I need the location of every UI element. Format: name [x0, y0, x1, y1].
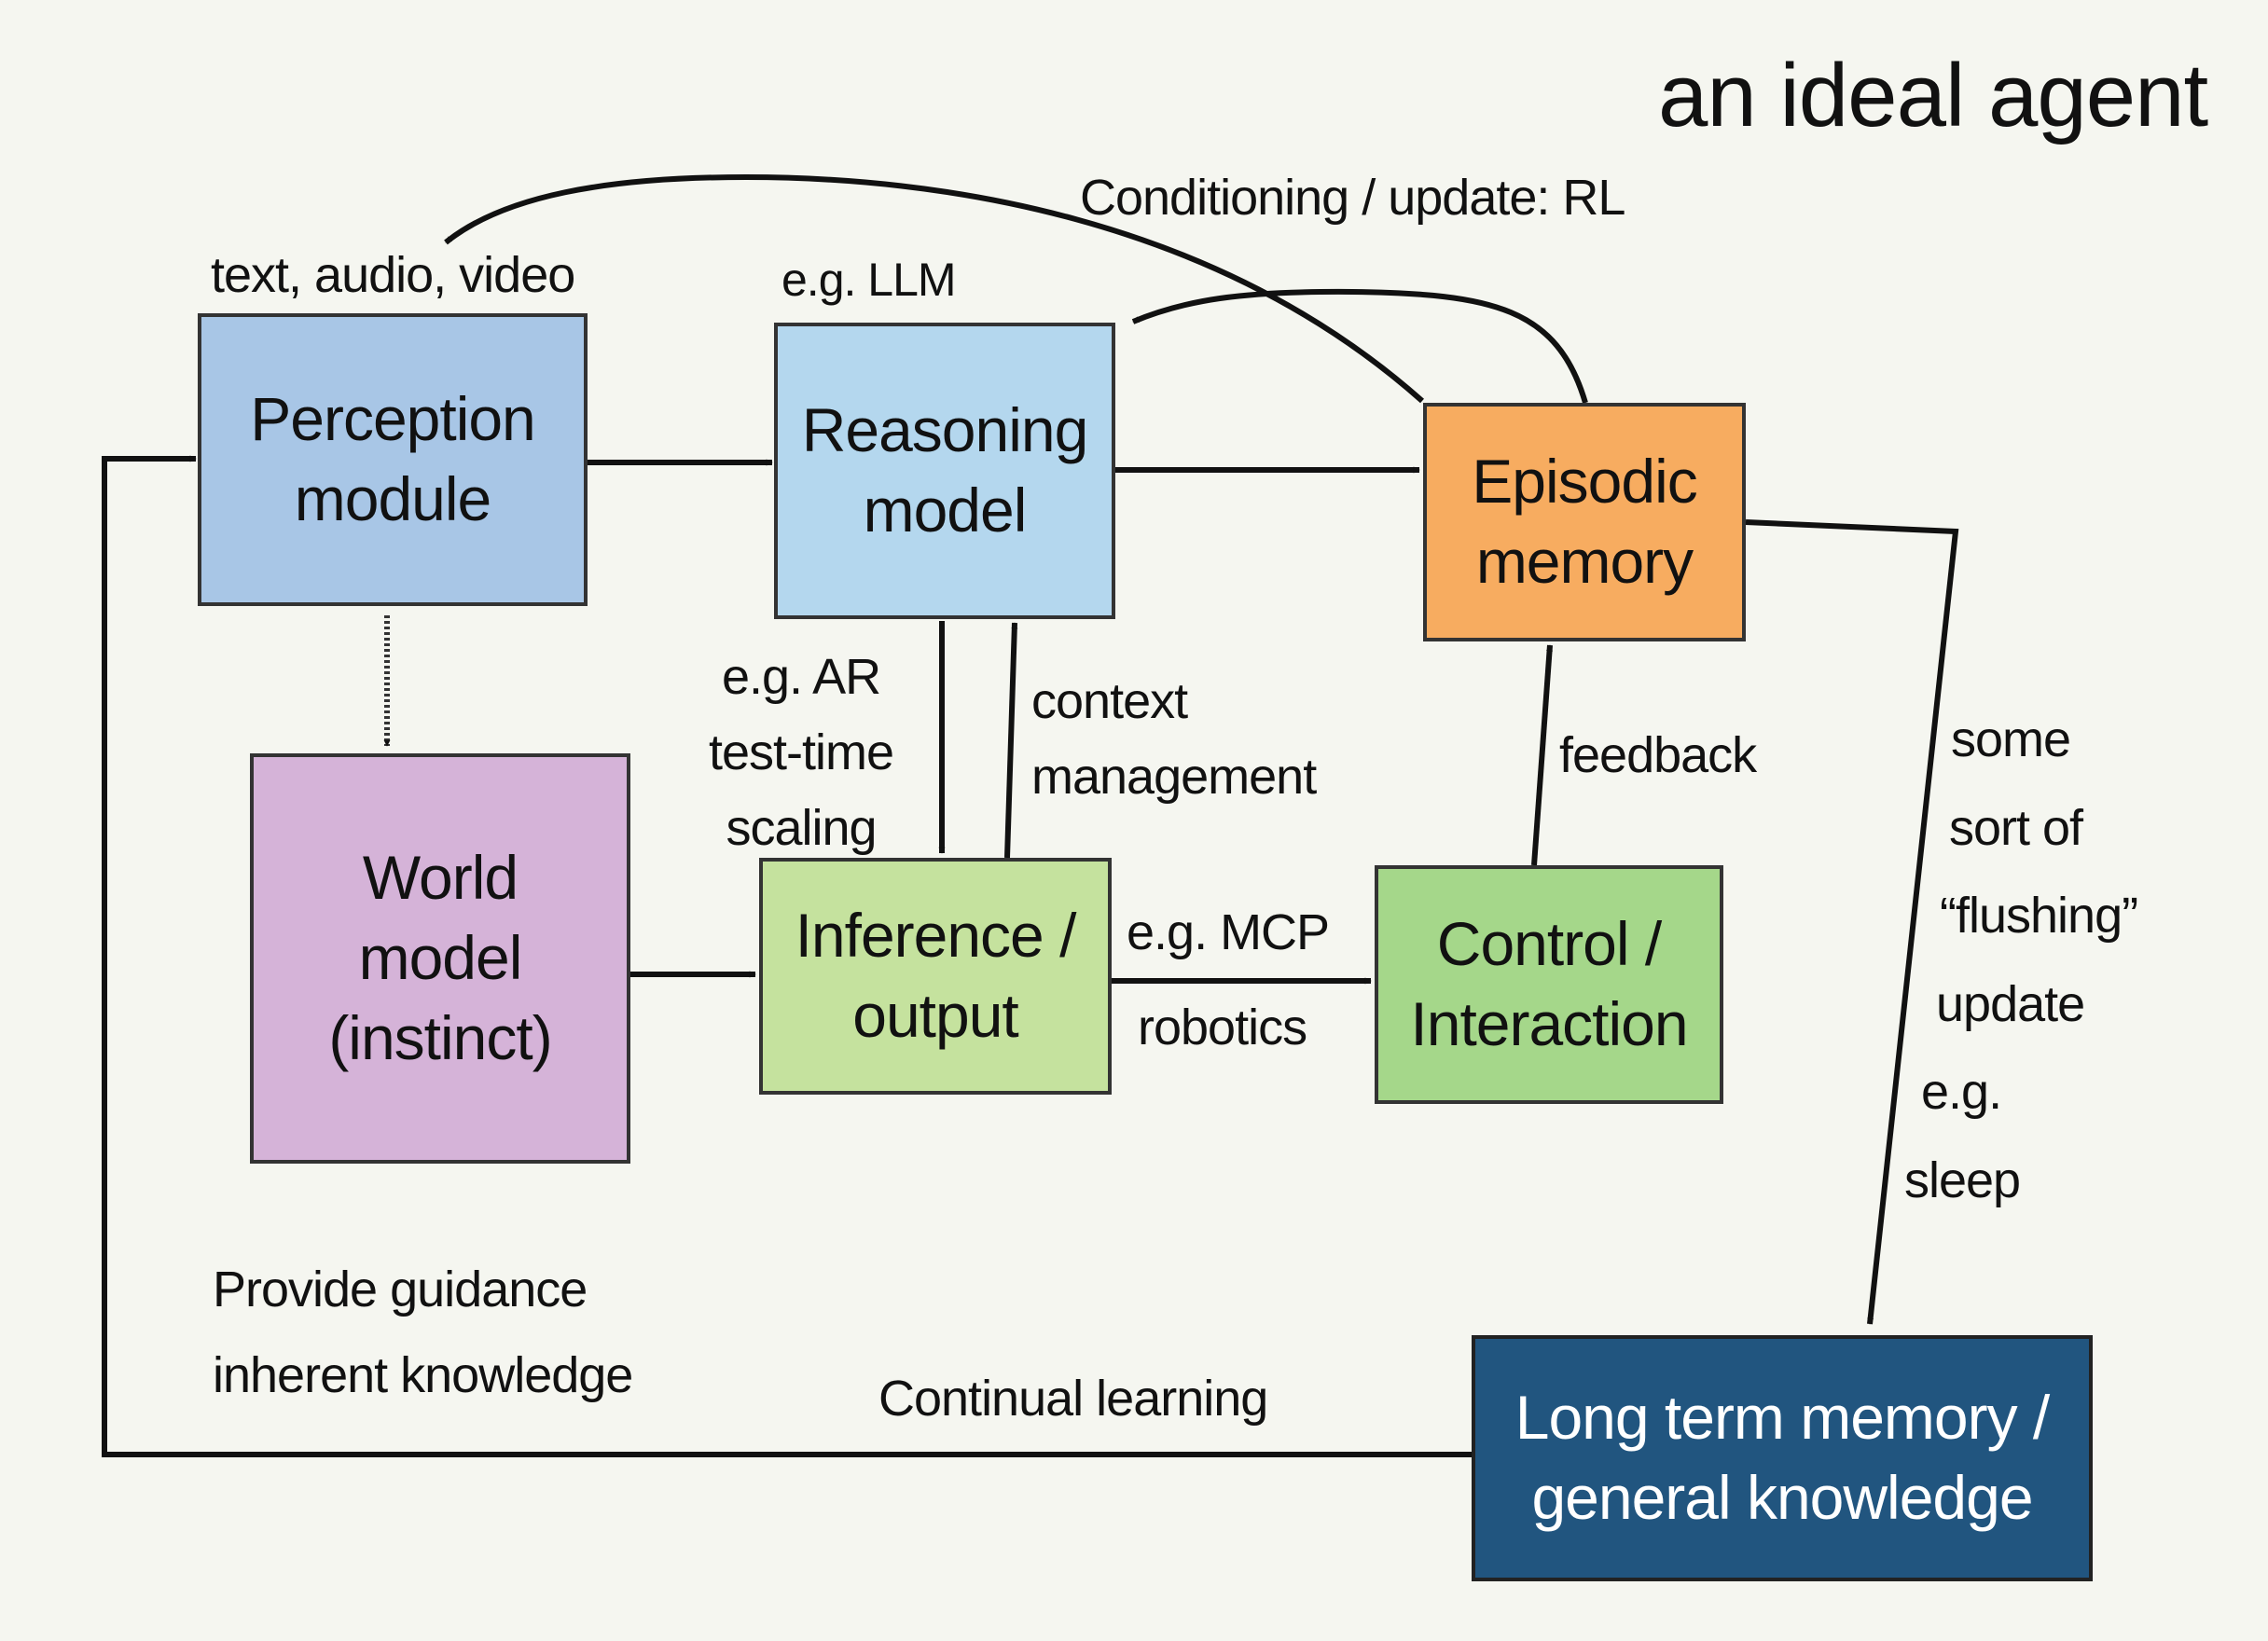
episodic-line-1: Episodic — [1472, 447, 1697, 517]
perception-module-node: Perception module — [198, 313, 588, 606]
flushing-line-1: some — [1951, 711, 2071, 767]
world-line-2: model — [358, 923, 523, 993]
ar-line-2: test-time — [709, 724, 894, 780]
feedback-label: feedback — [1559, 727, 1757, 783]
perception-line-2: module — [294, 464, 491, 533]
context-line-2: management — [1031, 749, 1317, 805]
robotics-label: robotics — [1138, 1000, 1307, 1055]
inference-line-2: output — [852, 981, 1018, 1050]
world-line-1: World — [362, 843, 519, 913]
flushing-line-2: sort of — [1949, 799, 2083, 856]
episodic-memory-node: Episodic memory — [1423, 403, 1746, 641]
arrow-longterm-to-perception — [102, 455, 1473, 1457]
flushing-update-label: some sort of “flushing” update e.g. slee… — [1902, 696, 2138, 1224]
reasoning-model-node: Reasoning model — [774, 323, 1115, 619]
world-model-node: World model (instinct) — [250, 753, 630, 1164]
reasoning-line-1: Reasoning — [801, 395, 1089, 465]
perception-input-label: text, audio, video — [211, 247, 575, 303]
ar-line-3: scaling — [726, 800, 877, 856]
arrow-episodic-to-reasoning — [1131, 288, 1588, 404]
context-management-label: context management — [1031, 664, 1317, 815]
ar-scaling-label: e.g. AR test-time scaling — [709, 640, 894, 866]
conditioning-label: Conditioning / update: RL — [1080, 170, 1625, 226]
reasoning-line-2: model — [863, 476, 1028, 545]
flushing-line-3: “flushing” — [1940, 888, 2138, 944]
control-line-2: Interaction — [1410, 989, 1688, 1058]
longterm-line-1: Long term memory / — [1514, 1383, 2051, 1453]
mcp-label: e.g. MCP — [1127, 904, 1330, 960]
control-interaction-node: Control / Interaction — [1375, 865, 1723, 1104]
guidance-label: Provide guidance inherent knowledge — [213, 1248, 633, 1419]
control-line-1: Control / — [1436, 909, 1662, 979]
inference-output-node: Inference / output — [759, 858, 1112, 1095]
flushing-line-4: update — [1936, 975, 2085, 1032]
episodic-line-2: memory — [1475, 527, 1694, 596]
guidance-line-1: Provide guidance — [213, 1262, 588, 1317]
world-line-3: (instinct) — [328, 1002, 552, 1072]
reasoning-example-label: e.g. LLM — [781, 254, 957, 306]
perception-line-1: Perception — [250, 384, 536, 454]
ar-line-1: e.g. AR — [721, 649, 881, 705]
diagram-title: an ideal agent — [1658, 46, 2208, 145]
arrow-control-to-episodic — [1531, 644, 1554, 866]
flushing-line-6: sleep — [1904, 1151, 2021, 1208]
arrow-inference-to-reasoning — [1004, 622, 1018, 859]
context-line-1: context — [1031, 673, 1188, 729]
long-term-memory-node: Long term memory / general knowledge — [1472, 1335, 2093, 1581]
flushing-line-5: e.g. — [1921, 1064, 2002, 1120]
arrow-episodic-to-perception — [444, 173, 1424, 404]
guidance-line-2: inherent knowledge — [213, 1346, 633, 1403]
continual-learning-label: Continual learning — [878, 1371, 1268, 1427]
longterm-line-2: general knowledge — [1531, 1463, 2033, 1532]
inference-line-1: Inference / — [795, 901, 1077, 971]
arrow-episodic-to-longterm — [1745, 519, 1959, 1325]
